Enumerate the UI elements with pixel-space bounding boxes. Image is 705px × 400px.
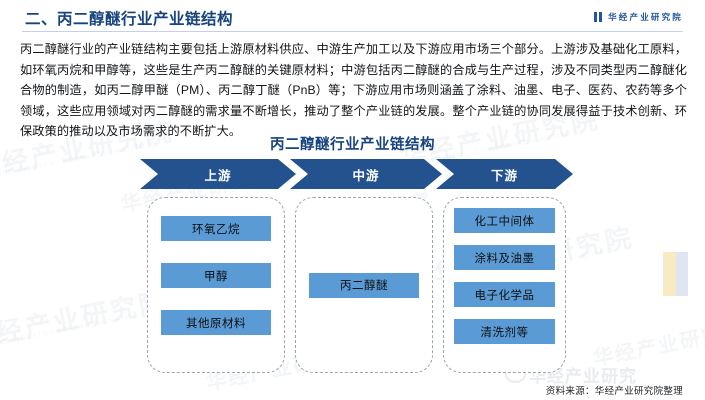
value-chain-figure: 丙二醇醚行业产业链结构 上游 中游 下游 环氧乙烷 甲醇 其他原材料 丙二醇醚 … bbox=[0, 133, 705, 378]
stage-column-upstream: 环氧乙烷 甲醇 其他原材料 bbox=[147, 197, 285, 373]
stage-column-downstream: 化工中间体 涂料及油墨 电子化学品 清洗剂等 bbox=[443, 197, 566, 373]
stage-arrow-upstream: 上游 bbox=[140, 159, 296, 189]
body-paragraph: 丙二醇醚行业的产业链结构主要包括上游原材料供应、中游生产加工以及下游应用市场三个… bbox=[20, 42, 687, 138]
chain-node: 电子化学品 bbox=[454, 282, 555, 307]
chain-node: 化工中间体 bbox=[454, 208, 555, 233]
chain-node: 环氧乙烷 bbox=[161, 216, 271, 241]
chain-node: 甲醇 bbox=[161, 263, 271, 288]
page-header: 二、丙二醇醚行业产业链结构 华经产业研究院 bbox=[0, 0, 705, 33]
page-title: 二、丙二醇醚行业产业链结构 bbox=[25, 11, 234, 28]
header-divider bbox=[22, 31, 683, 32]
brand-logo-text: 华经产业研究院 bbox=[608, 12, 683, 22]
chain-node: 丙二醇醚 bbox=[309, 272, 419, 298]
stage-columns: 环氧乙烷 甲醇 其他原材料 丙二醇醚 化工中间体 涂料及油墨 电子化学品 清洗剂… bbox=[0, 197, 705, 375]
bookmark-icon bbox=[594, 12, 603, 22]
chain-node: 清洗剂等 bbox=[454, 319, 555, 344]
stage-arrows: 上游 中游 下游 bbox=[0, 159, 705, 189]
chain-node: 涂料及油墨 bbox=[454, 245, 555, 270]
source-note: 资料来源：华经产业研究院整理 bbox=[545, 386, 683, 397]
stage-arrow-downstream: 下游 bbox=[436, 159, 573, 189]
brand-logo: 华经产业研究院 bbox=[594, 11, 683, 23]
figure-title: 丙二醇醚行业产业链结构 bbox=[270, 137, 435, 153]
stage-arrow-midstream: 中游 bbox=[290, 159, 442, 189]
chain-node: 其他原材料 bbox=[161, 310, 271, 335]
stage-column-midstream: 丙二醇醚 bbox=[295, 197, 433, 373]
